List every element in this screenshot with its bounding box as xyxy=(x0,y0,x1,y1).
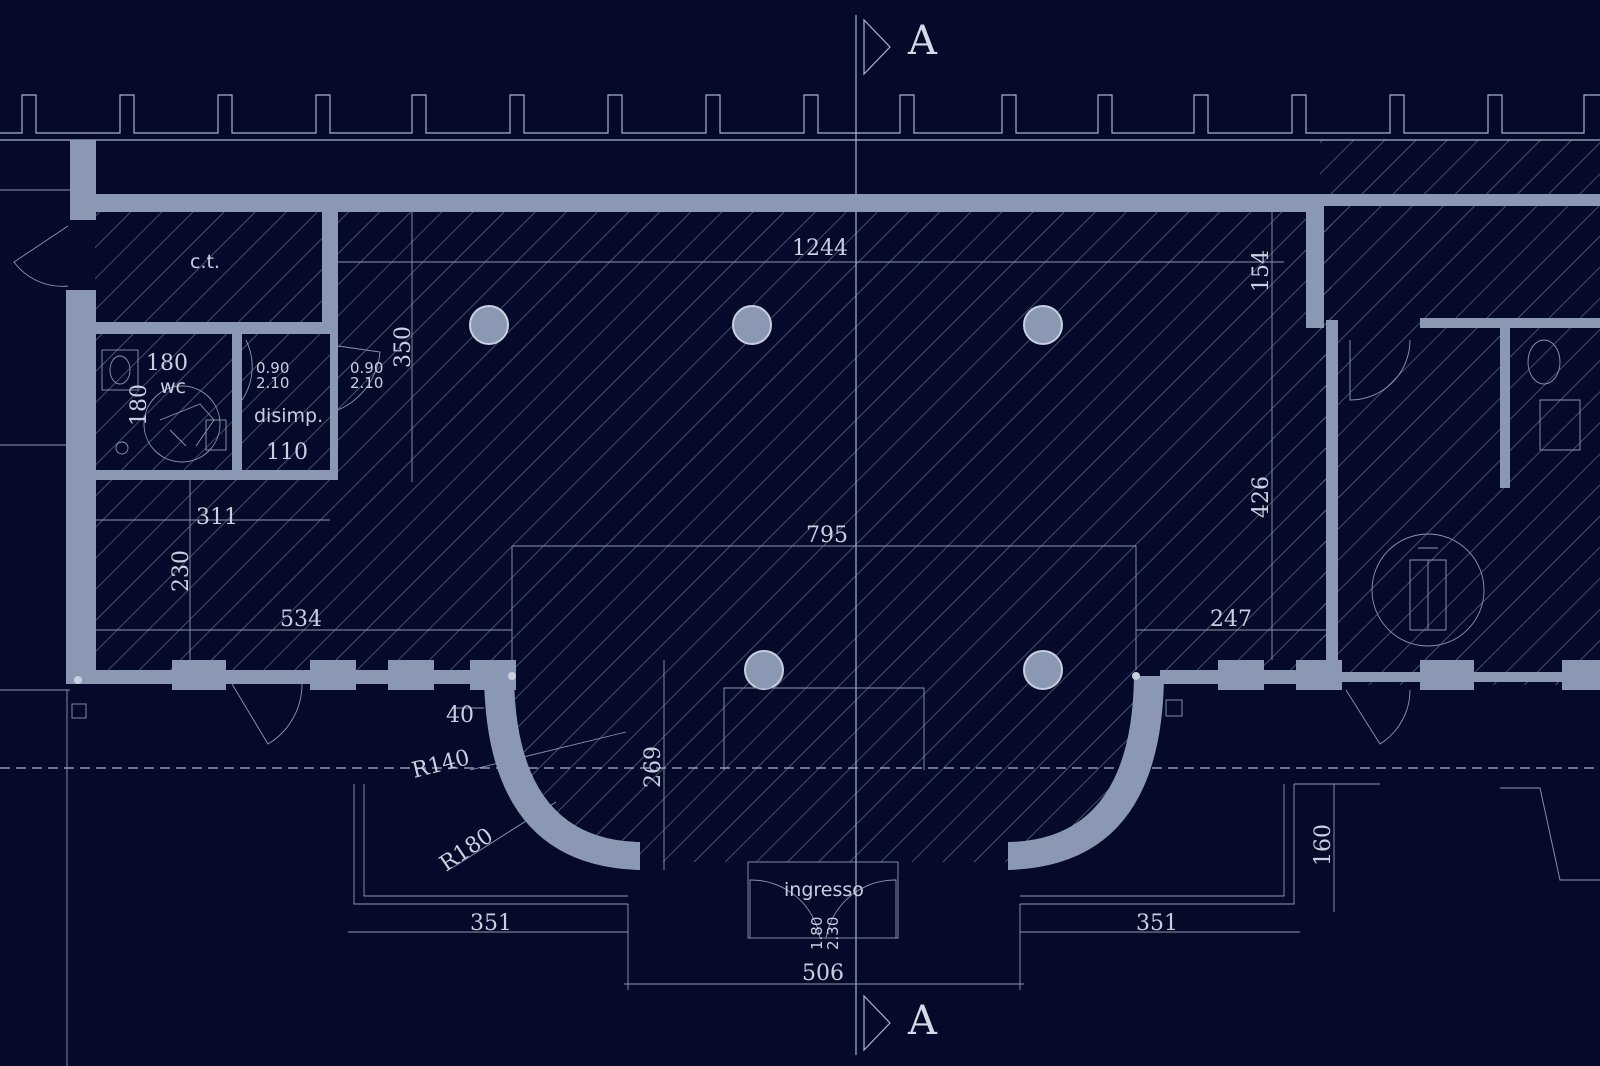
entry-door-height: 2.30 xyxy=(824,917,842,950)
left-step-inner xyxy=(363,784,628,897)
window-1 xyxy=(376,196,412,212)
wc-door-width: 0.90 xyxy=(256,359,289,377)
section-mark-bottom: A xyxy=(863,994,938,1052)
wall-ct-bottom xyxy=(96,322,338,334)
hatched-areas xyxy=(95,140,1600,862)
dim-r140: R140 xyxy=(409,745,472,783)
pier-3 xyxy=(388,660,434,690)
wc-fixtures xyxy=(101,339,1581,647)
room-label-disimp: disimp. xyxy=(254,405,323,427)
wall-right-upper xyxy=(1306,194,1324,328)
wall-right-wing-partition xyxy=(1420,318,1600,328)
pier-2 xyxy=(310,660,356,690)
entrance-arcs xyxy=(74,672,1164,870)
section-label-top: A xyxy=(907,18,938,64)
wheelchair-icon-right xyxy=(1409,547,1447,631)
pier-8 xyxy=(1562,660,1600,690)
pier-5 xyxy=(1218,660,1264,690)
wall-left-upper xyxy=(66,290,96,684)
entry-door-leaf-right xyxy=(825,879,897,939)
columns xyxy=(469,305,1063,690)
entry-threshold xyxy=(723,687,925,770)
right-edge-outline xyxy=(1500,787,1600,881)
pier-6 xyxy=(1296,660,1342,690)
dim-795: 795 xyxy=(806,523,848,548)
walls xyxy=(66,140,1600,690)
right-entrance-arc xyxy=(1008,676,1164,870)
dim-426: 426 xyxy=(1249,476,1274,518)
door-labels: 0.90 2.10 0.90 2.10 1.80 2.30 xyxy=(256,359,842,950)
dim-180-vertical: 180 xyxy=(127,384,152,426)
ct-door-swing xyxy=(13,225,69,287)
right-door-swing xyxy=(1345,689,1411,745)
entry-door-frame xyxy=(747,861,899,939)
wall-ct-right xyxy=(322,212,338,330)
dim-534: 534 xyxy=(280,607,322,632)
dimension-lines xyxy=(96,212,1600,990)
dim-154: 154 xyxy=(1249,250,1274,292)
disimp-door-width: 0.90 xyxy=(350,359,383,377)
dim-230: 230 xyxy=(169,550,194,592)
main-hall-hatch xyxy=(95,210,1332,862)
axis-lines xyxy=(0,15,1600,1066)
dim-506: 506 xyxy=(802,961,844,986)
dim-351-right: 351 xyxy=(1136,911,1178,936)
dim-40: 40 xyxy=(446,703,474,728)
wc-door-height: 2.10 xyxy=(256,374,289,392)
entry-door-width: 1.80 xyxy=(808,917,826,950)
dim-269: 269 xyxy=(641,746,666,788)
section-label-bottom: A xyxy=(907,998,938,1044)
dim-180-horizontal: 180 xyxy=(146,351,188,376)
section-mark-top: A xyxy=(863,18,938,76)
pier-1 xyxy=(172,660,226,690)
dim-r180: R180 xyxy=(435,824,498,877)
right-wing-door xyxy=(1349,339,1411,401)
window-4 xyxy=(1230,196,1270,212)
right-wing-hatch xyxy=(1320,140,1600,685)
dim-247: 247 xyxy=(1210,607,1252,632)
markers xyxy=(71,699,1183,719)
wheelchair-icon-right-upper xyxy=(1539,399,1581,451)
wall-service-bottom xyxy=(96,470,338,480)
doors xyxy=(13,225,1411,939)
dim-160: 160 xyxy=(1311,824,1336,866)
wall-right xyxy=(1326,320,1338,684)
disimp-door-swing xyxy=(337,345,381,411)
room-label-ingresso: ingresso xyxy=(784,879,864,901)
colonnade-facade xyxy=(0,94,1600,141)
dim-1244: 1244 xyxy=(792,236,848,261)
wc-door-swing xyxy=(241,339,253,401)
window-2 xyxy=(668,196,720,212)
window-3 xyxy=(930,196,970,212)
wall-disimp-right xyxy=(330,334,338,480)
facade-outer xyxy=(0,94,1600,134)
right-step-inner xyxy=(1020,784,1285,897)
dim-350: 350 xyxy=(391,326,416,368)
entry-door-leaf-left xyxy=(749,879,821,939)
dim-311: 311 xyxy=(196,505,238,530)
pier-7 xyxy=(1420,660,1474,690)
disimp-door-height: 2.10 xyxy=(350,374,383,392)
left-entrance-arc xyxy=(484,676,640,870)
room-labels: c.t. wc disimp. ingresso xyxy=(160,251,864,901)
wheelchair-icon xyxy=(159,403,215,447)
bottom-door-swing xyxy=(231,683,303,745)
wall-wc-right xyxy=(232,334,242,474)
room-label-ct: c.t. xyxy=(190,251,220,273)
dim-351-left: 351 xyxy=(470,911,512,936)
right-step xyxy=(1020,784,1295,905)
dim-110: 110 xyxy=(266,440,308,465)
left-step xyxy=(353,784,628,905)
wall-right-wing-top xyxy=(1324,194,1600,206)
wall-right-wing-vertical xyxy=(1500,328,1510,488)
room-label-wc: wc xyxy=(160,376,186,398)
